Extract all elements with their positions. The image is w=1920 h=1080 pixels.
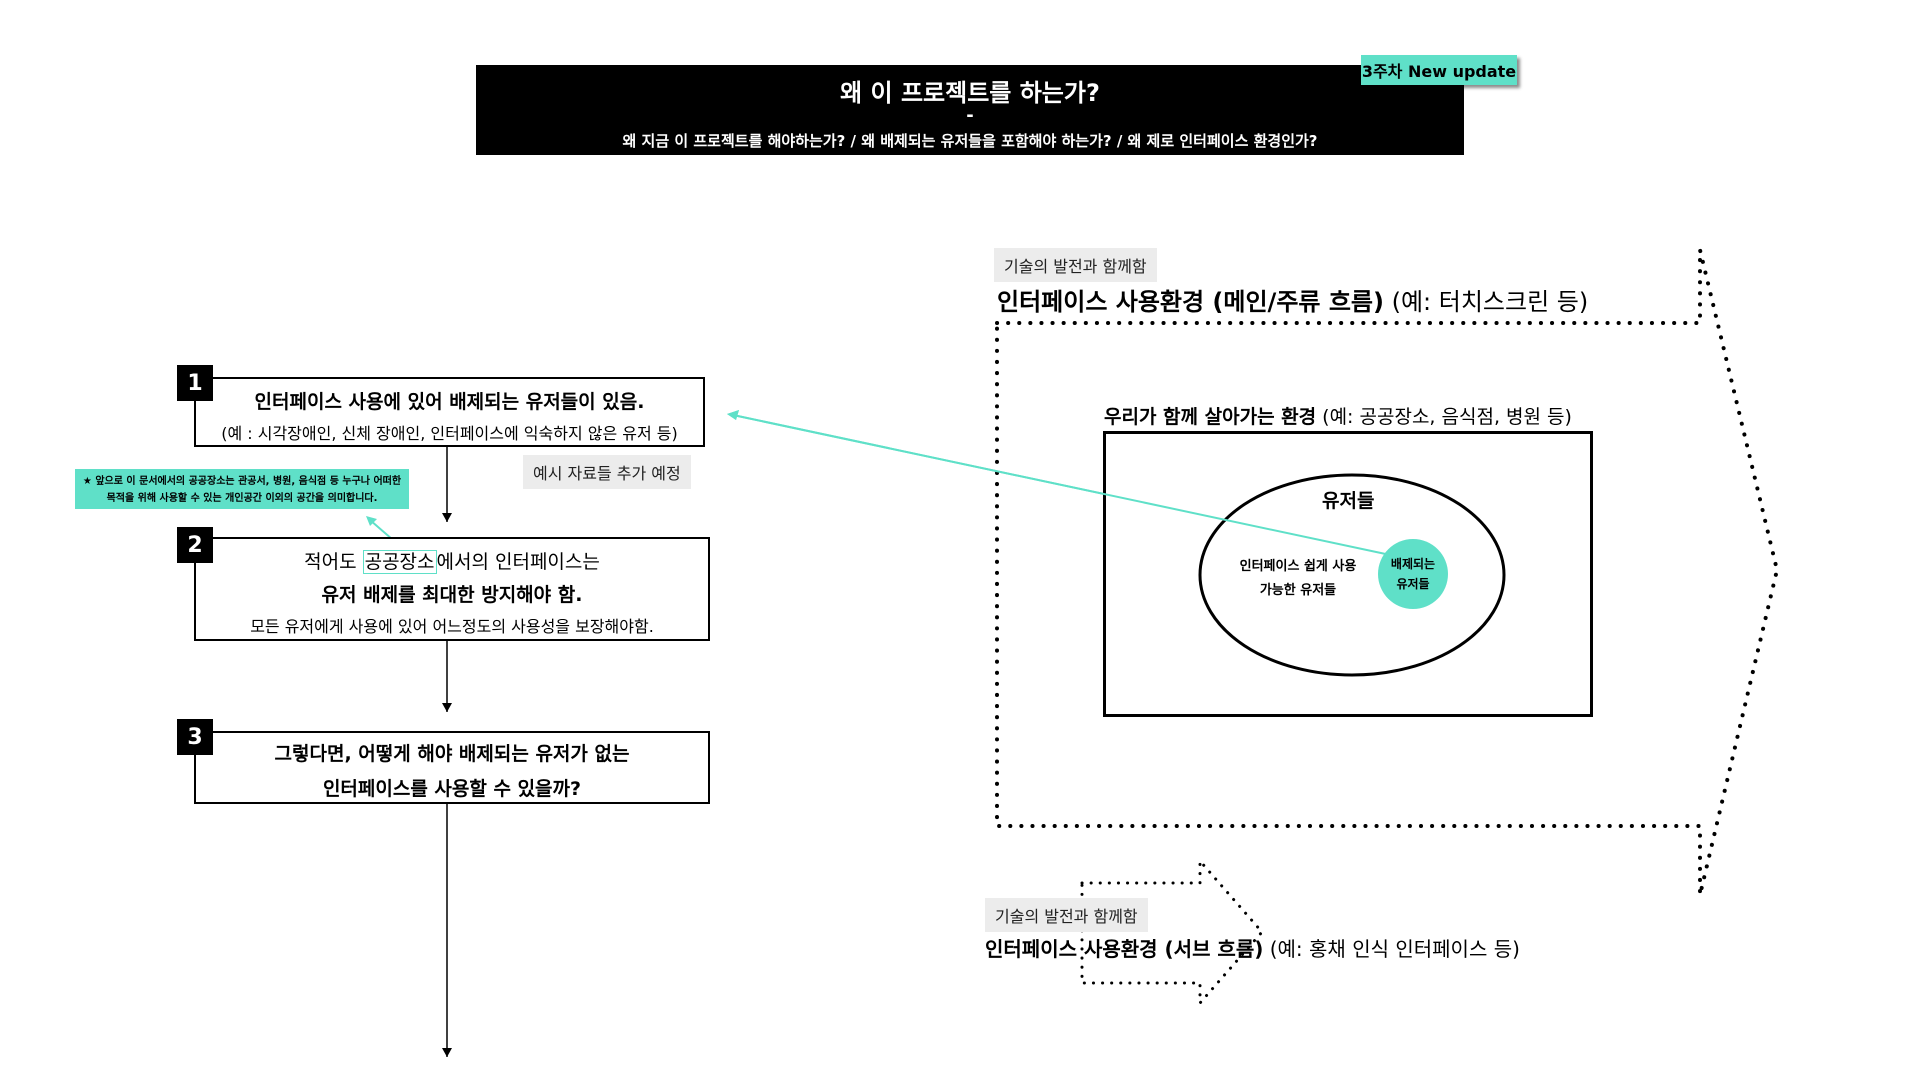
footnote-line-2: 목적을 위해 사용할 수 있는 개인공간 이외의 공간을 의미합니다. (106, 493, 378, 504)
public-space-keyword: 공공장소 (362, 550, 437, 574)
step2-line1-pre: 적어도 (304, 551, 363, 573)
step1-example-text: (예 : 시각장애인, 신체 장애인, 인터페이스에 익숙하지 않은 유저 등) (221, 424, 678, 443)
step1-main-text: 인터페이스 사용에 있어 배제되는 유저들이 있음. (254, 391, 645, 413)
living-env-label: 우리가 함께 살아가는 환경 (예: 공공장소, 음식점, 병원 등) (1104, 402, 1572, 429)
living-env-title: 우리가 함께 살아가는 환경 (1104, 406, 1317, 428)
step2-line1-post: 에서의 인터페이스는 (436, 551, 600, 573)
easy-users-line-2: 가능한 유저들 (1259, 583, 1337, 598)
main-env-tag: 기술의 발전과 함께함 (994, 248, 1157, 282)
excluded-line-1: 배제되는 (1390, 557, 1436, 571)
sub-env-title-text: 인터페이스 사용환경 (서브 흐름) (985, 937, 1264, 961)
main-env-title-text: 인터페이스 사용환경 (메인/주류 흐름) (997, 288, 1384, 316)
flow-arrowhead-1-2 (442, 513, 452, 522)
examples-pending-note: 예시 자료들 추가 예정 (523, 455, 691, 489)
sub-env-tag: 기술의 발전과 함께함 (985, 898, 1148, 932)
teal-footnote-arrowhead (366, 516, 377, 526)
users-ellipse-overlay (1198, 473, 1506, 677)
update-badge: 3주차 New update (1361, 55, 1517, 85)
teal-link-line (732, 414, 1396, 557)
step2-number-badge: 2 (177, 527, 213, 563)
main-env-title: 인터페이스 사용환경 (메인/주류 흐름) (예: 터치스크린 등) (997, 282, 1588, 317)
easy-users-line-1: 인터페이스 쉽게 사용 (1239, 559, 1357, 574)
footnote-line-1: ★ 앞으로 이 문서에서의 공공장소는 관공서, 병원, 음식점 등 누구나 어… (82, 476, 402, 487)
flow-arrowhead-3-end (442, 1048, 452, 1057)
step3-line-2: 인터페이스를 사용할 수 있을까? (322, 778, 582, 800)
header-banner: 왜 이 프로젝트를 하는가? - 왜 지금 이 프로젝트를 해야하는가? / 왜… (476, 65, 1464, 155)
excluded-line-2: 유저들 (1396, 577, 1430, 591)
step3-line-1: 그렇다면, 어떻게 해야 배제되는 유저가 없는 (274, 743, 630, 765)
step2-line-3: 모든 유저에게 사용에 있어 어느정도의 사용성을 보장해야함. (250, 617, 654, 636)
excluded-users-circle: 배제되는 유저들 (1378, 539, 1448, 609)
sub-dotted-arrow (1080, 857, 1264, 1007)
teal-link-head (727, 410, 739, 420)
flow-step-3-box: 그렇다면, 어떻게 해야 배제되는 유저가 없는 인터페이스를 사용할 수 있을… (194, 731, 710, 804)
sub-env-title: 인터페이스 사용환경 (서브 흐름) (예: 홍채 인식 인터페이스 등) (985, 933, 1520, 962)
easy-users-label: 인터페이스 쉽게 사용 가능한 유저들 (1228, 555, 1368, 603)
step2-line-2: 유저 배제를 최대한 방지해야 함. (321, 584, 583, 606)
page-subtitle: 왜 지금 이 프로젝트를 해야하는가? / 왜 배제되는 유저들을 포함해야 하… (622, 132, 1318, 150)
living-env-example: (예: 공공장소, 음식점, 병원 등) (1316, 406, 1572, 428)
users-label: 유저들 (1322, 490, 1375, 512)
flow-step-1-box: 인터페이스 사용에 있어 배제되는 유저들이 있음. (예 : 시각장애인, 신… (194, 377, 705, 447)
page-title: 왜 이 프로젝트를 하는가? (840, 79, 1100, 107)
sub-env-example: (예: 홍채 인식 인터페이스 등) (1263, 937, 1520, 961)
step1-number-badge: 1 (177, 365, 213, 401)
main-env-example: (예: 터치스크린 등) (1383, 288, 1589, 316)
flow-arrowhead-2-3 (442, 703, 452, 712)
public-space-footnote: ★ 앞으로 이 문서에서의 공공장소는 관공서, 병원, 음식점 등 누구나 어… (75, 469, 409, 509)
step3-number-badge: 3 (177, 719, 213, 755)
users-ellipse-shape (1198, 473, 1506, 677)
title-dash: - (966, 105, 974, 126)
